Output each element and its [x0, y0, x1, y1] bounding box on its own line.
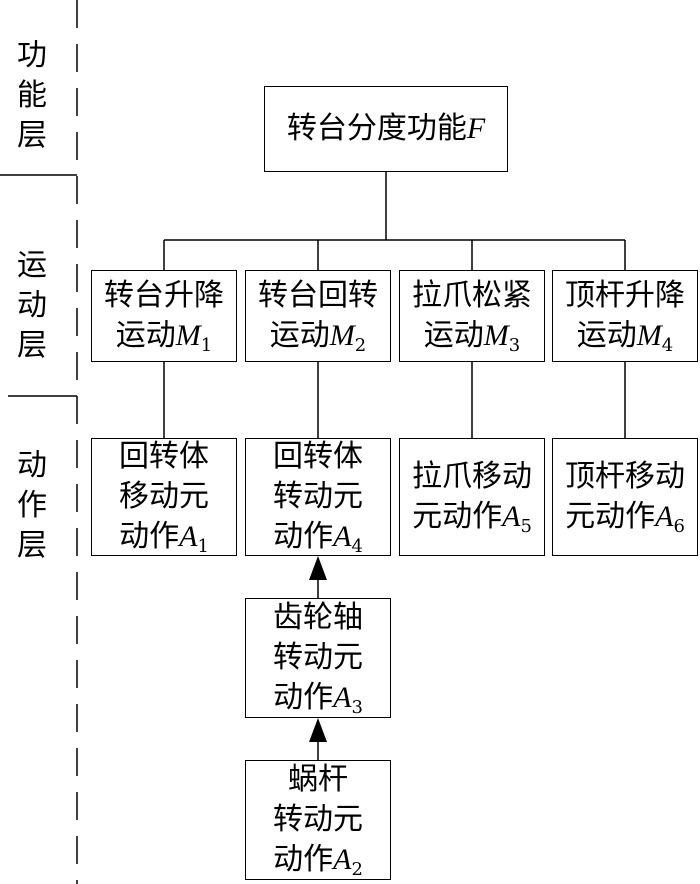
motion-line2: 运动M2	[270, 316, 366, 356]
motion-line2: 运动M3	[424, 316, 520, 356]
action-symbol: A	[179, 520, 198, 553]
motion-line1: 顶杆升降	[565, 278, 685, 313]
action-subscript: 5	[520, 516, 532, 537]
action-subscript: 4	[351, 536, 363, 557]
action-line: 拉爪移动	[412, 459, 532, 494]
action-subscript: 1	[197, 536, 209, 557]
motion-line2: 运动M1	[116, 316, 212, 356]
action-text: 动作	[119, 519, 180, 554]
action-subscript: 2	[351, 859, 363, 880]
motion-text: 运动	[423, 318, 484, 353]
motion-symbol: M	[636, 319, 662, 352]
action-symbol: A	[333, 843, 352, 876]
action-symbol: A	[655, 500, 674, 533]
layer-label-function: 功 能 层	[14, 36, 50, 156]
action-subscript: 6	[673, 516, 685, 537]
action-symbol: A	[502, 500, 521, 533]
action-line: 移动元	[119, 479, 209, 514]
action-line: 转动元	[273, 479, 363, 514]
motion-subscript: 4	[661, 335, 674, 356]
arrow-a2-a3-head	[309, 718, 327, 742]
layer-char: 动	[17, 288, 47, 323]
layer-char: 动	[17, 448, 47, 483]
action-line: 蜗杆	[288, 762, 348, 797]
action-symbol: A	[333, 681, 352, 714]
layer-char: 作	[17, 488, 47, 523]
motion-subscript: 2	[354, 335, 367, 356]
action-line: 顶杆移动	[565, 459, 685, 494]
action-line: 齿轮轴	[273, 600, 363, 635]
motion-symbol: M	[483, 319, 509, 352]
action-subscript: 3	[351, 697, 363, 718]
layer-char: 层	[17, 328, 47, 363]
action-text: 元动作	[565, 499, 656, 534]
layer-char: 层	[17, 118, 47, 153]
motion-text: 运动	[269, 318, 330, 353]
layer-char: 层	[17, 528, 47, 563]
action-last-line: 动作A2	[273, 840, 363, 880]
motion-symbol: M	[329, 319, 355, 352]
action-line: 转动元	[273, 802, 363, 837]
function-text: 转台分度功能	[286, 111, 467, 146]
motion-line1: 转台升降	[104, 278, 224, 313]
motion-line2: 运动M4	[577, 316, 673, 356]
motion-text: 运动	[115, 318, 176, 353]
action-last-line: 动作A3	[273, 678, 363, 718]
action-symbol: A	[333, 520, 352, 553]
motion-box-m4: 顶杆升降 运动M4	[552, 270, 698, 362]
motion-box-m2: 转台回转 运动M2	[245, 270, 391, 362]
motion-subscript: 3	[508, 335, 521, 356]
motion-line1: 拉爪松紧	[412, 278, 532, 313]
action-line: 回转体	[119, 439, 209, 474]
action-line: 转动元	[273, 640, 363, 675]
function-label: 转台分度功能F	[287, 109, 485, 149]
action-line: 回转体	[273, 439, 363, 474]
motion-box-m3: 拉爪松紧 运动M3	[399, 270, 545, 362]
motion-text: 运动	[576, 318, 637, 353]
motion-subscript: 1	[200, 335, 213, 356]
action-last-line: 元动作A5	[412, 497, 532, 537]
layer-char: 能	[17, 78, 47, 113]
function-box: 转台分度功能F	[264, 86, 508, 172]
layer-label-action: 动 作 层	[14, 446, 50, 566]
action-box-a4: 回转体 转动元 动作A4	[245, 438, 391, 556]
action-last-line: 动作A4	[273, 517, 363, 557]
action-text: 动作	[273, 519, 334, 554]
layer-char: 功	[17, 38, 47, 73]
layer-label-motion: 运 动 层	[14, 246, 50, 366]
arrow-a3-a4-head	[309, 556, 327, 580]
action-box-a6: 顶杆移动 元动作A6	[552, 438, 698, 556]
action-text: 动作	[273, 842, 334, 877]
action-box-a1: 回转体 移动元 动作A1	[91, 438, 237, 556]
layer-char: 运	[17, 248, 47, 283]
action-text: 元动作	[412, 499, 503, 534]
action-box-a2: 蜗杆 转动元 动作A2	[245, 760, 391, 880]
action-text: 动作	[273, 680, 334, 715]
motion-line1: 转台回转	[258, 278, 378, 313]
motion-box-m1: 转台升降 运动M1	[91, 270, 237, 362]
action-last-line: 动作A1	[119, 517, 209, 557]
action-box-a3: 齿轮轴 转动元 动作A3	[245, 598, 391, 718]
function-symbol: F	[466, 112, 486, 145]
action-box-a5: 拉爪移动 元动作A5	[399, 438, 545, 556]
motion-symbol: M	[175, 319, 201, 352]
action-last-line: 元动作A6	[565, 497, 685, 537]
